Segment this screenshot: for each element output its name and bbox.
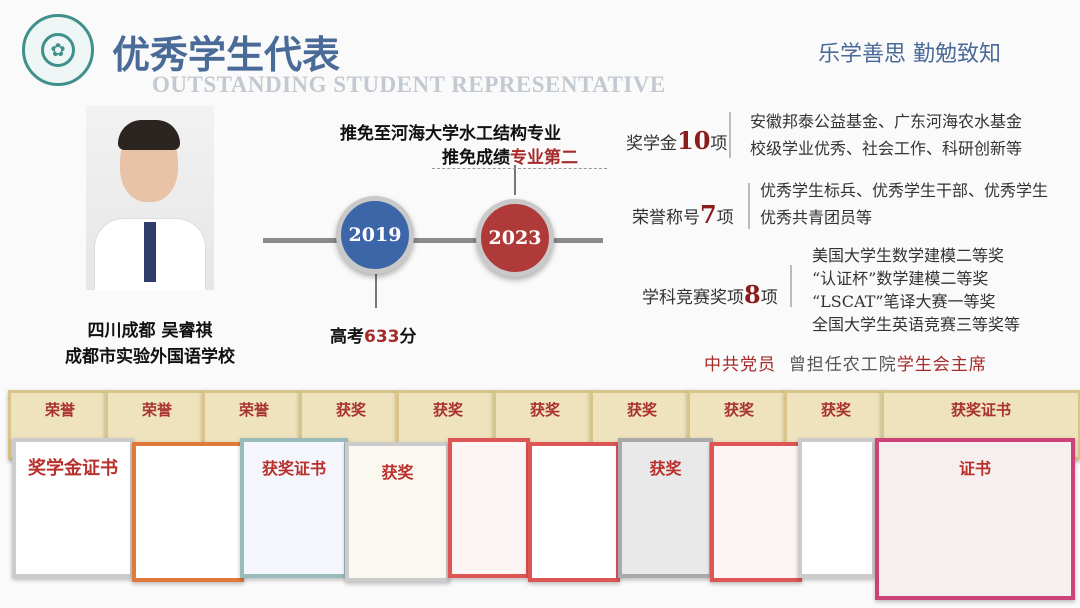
certificate-front bbox=[710, 442, 802, 582]
party-role: 中共党员 曾担任农工院学生会主席 bbox=[704, 355, 987, 375]
certificate-front bbox=[798, 438, 876, 578]
year-2019-circle: 2019 bbox=[336, 196, 414, 274]
certificate-back-label: 获奖 bbox=[723, 401, 754, 419]
award-honors-label: 荣誉称号7项 bbox=[632, 200, 734, 229]
certificate-back-label: 获奖 bbox=[432, 401, 463, 419]
postgrad-line2: 推免成绩专业第二 bbox=[442, 148, 578, 168]
certificate-back-label: 获奖证书 bbox=[950, 401, 1011, 419]
gaokao-score: 高考633分 bbox=[330, 327, 417, 347]
student-school: 成都市实验外国语学校 bbox=[65, 347, 235, 367]
certificate-front-label: 证书 bbox=[958, 459, 991, 478]
certificate-back-label: 荣誉 bbox=[141, 401, 172, 419]
award-competition-label: 学科竞赛奖项8项 bbox=[642, 280, 778, 309]
page-subtitle: OUTSTANDING STUDENT REPRESENTATIVE bbox=[152, 72, 666, 97]
certificate-front bbox=[132, 442, 244, 582]
award-competition-details: 美国大学生数学建模二等奖“认证杯”数学建模二等奖“LSCAT”笔译大赛一等奖全国… bbox=[812, 246, 1021, 334]
certificate-back-label: 获奖 bbox=[335, 401, 366, 419]
divider bbox=[748, 183, 750, 229]
certificate-front-label: 获奖 bbox=[381, 463, 414, 482]
certificate-front-label: 获奖证书 bbox=[261, 459, 326, 478]
certificate-front: 奖学金证书 bbox=[12, 438, 134, 578]
timeline-line bbox=[263, 238, 603, 243]
certificate-back-label: 获奖 bbox=[820, 401, 851, 419]
certificate-front: 获奖 bbox=[345, 442, 450, 582]
postgrad-line1: 推免至河海大学水工结构专业 bbox=[340, 124, 561, 144]
university-logo: ✿ bbox=[22, 14, 94, 86]
certificate-front bbox=[528, 442, 620, 582]
award-scholarship-label: 奖学金10项 bbox=[626, 126, 728, 155]
logo-seal-icon: ✿ bbox=[41, 33, 75, 67]
certificate-back-label: 获奖 bbox=[529, 401, 560, 419]
page-title: 优秀学生代表 bbox=[112, 33, 341, 77]
student-photo bbox=[86, 106, 214, 290]
divider bbox=[790, 265, 792, 307]
divider bbox=[432, 168, 607, 169]
connector bbox=[375, 270, 377, 308]
certificate-front: 获奖证书 bbox=[240, 438, 348, 578]
certificate-front-label: 奖学金证书 bbox=[28, 458, 118, 479]
connector bbox=[514, 165, 516, 195]
certificate-back-label: 荣誉 bbox=[44, 401, 75, 419]
certificate-gallery: 荣誉荣誉荣誉获奖获奖获奖获奖获奖获奖获奖证书奖学金证书获奖证书获奖获奖证书 bbox=[0, 380, 1080, 608]
certificate-back-label: 荣誉 bbox=[238, 401, 269, 419]
year-2023-circle: 2023 bbox=[476, 199, 554, 277]
certificate-front-label: 获奖 bbox=[649, 459, 682, 478]
award-scholarship-details: 安徽邦泰公益基金、广东河海农水基金校级学业优秀、社会工作、科研创新等 bbox=[750, 112, 1023, 158]
motto: 乐学善思 勤勉致知 bbox=[818, 42, 1001, 67]
certificate-front bbox=[448, 438, 530, 578]
certificate-back-label: 获奖 bbox=[626, 401, 657, 419]
award-honors-details: 优秀学生标兵、优秀学生干部、优秀学生优秀共青团员等 bbox=[760, 181, 1049, 227]
certificate-front: 获奖 bbox=[618, 438, 713, 578]
student-name: 四川成都 吴睿祺 bbox=[87, 321, 213, 341]
certificate-front: 证书 bbox=[875, 438, 1075, 600]
divider bbox=[729, 112, 731, 158]
